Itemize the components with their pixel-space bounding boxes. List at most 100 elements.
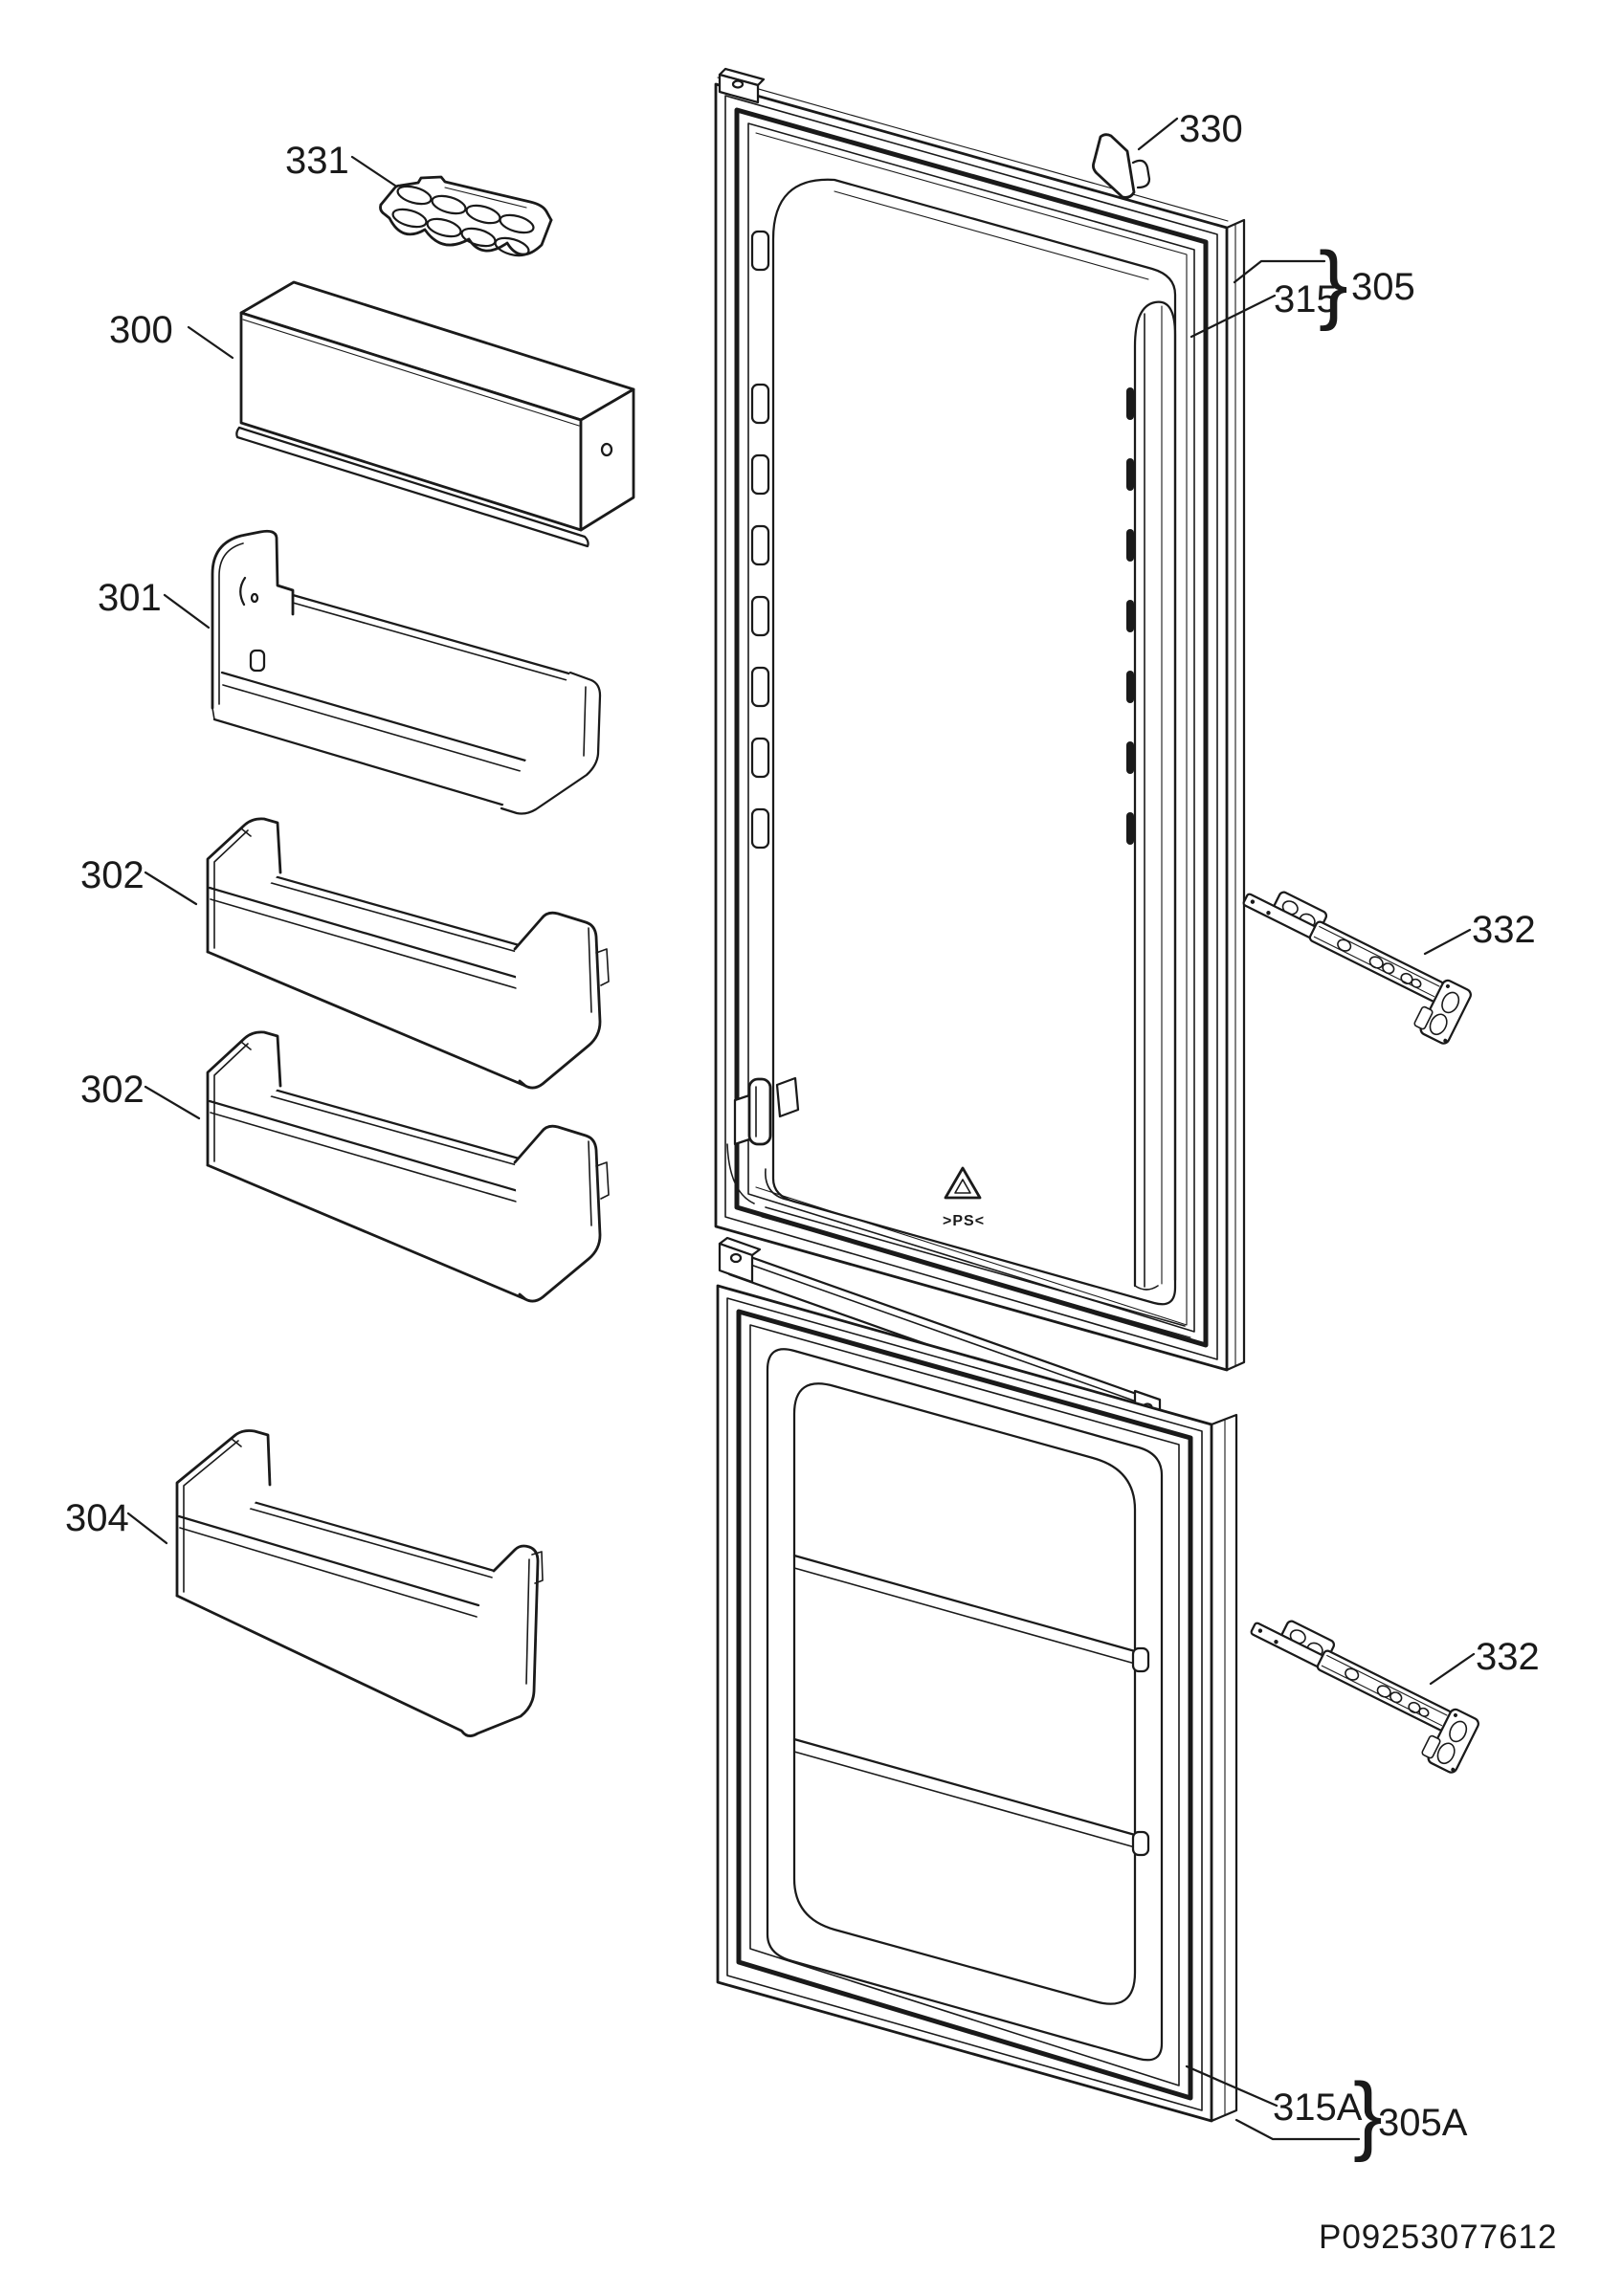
bin-right-cap <box>513 911 602 1090</box>
callout-300: 300 <box>109 309 173 351</box>
latch-tongue <box>747 1077 772 1146</box>
rail-band-line <box>728 1256 1145 1405</box>
shelf-end-cap <box>500 671 602 815</box>
cap330-tab <box>1131 159 1151 189</box>
strip-clip <box>1126 671 1134 703</box>
leader-332b <box>1429 1652 1476 1686</box>
door-material-marking: >PS< <box>943 1213 985 1229</box>
part-304-door-bin <box>175 1429 544 1737</box>
callout-305a: 305A <box>1378 2102 1468 2144</box>
bin-left-cap-thickness <box>213 829 249 949</box>
rail-hole <box>1411 978 1422 988</box>
peg-slot <box>750 453 770 496</box>
ice-tray-scallops <box>379 203 553 256</box>
bracket-arm <box>1413 1005 1434 1030</box>
gasket-corner-curve <box>726 1143 755 1204</box>
shelf-back-rim <box>291 593 574 676</box>
callout-332-upper: 332 <box>1472 909 1536 951</box>
rail-hole <box>1337 938 1352 952</box>
rib-line-inner <box>793 1751 1136 1848</box>
rail-hole <box>1368 956 1384 969</box>
ice-cup <box>494 236 530 257</box>
leader-304 <box>126 1512 168 1545</box>
ice-tray-rim-line <box>444 187 527 209</box>
recycling-icon <box>944 1166 982 1200</box>
gasket-a-inner <box>749 1324 1180 2086</box>
shelf-plate-dot <box>250 592 259 604</box>
door-liner-top-inner-line <box>834 190 1149 280</box>
recycle-triangle-inner <box>954 1179 971 1194</box>
bracket-screw <box>1443 1038 1448 1043</box>
document-number: P09253077612 <box>1319 2219 1557 2256</box>
peg-slot <box>750 524 770 566</box>
bin-front-bottom <box>206 950 527 1088</box>
bin304-front-bottom <box>175 1594 465 1733</box>
cap330-body <box>1092 133 1136 199</box>
bin-front-rim <box>208 886 540 985</box>
freezer-liner-opening <box>766 1348 1164 2062</box>
peg-slot <box>750 807 770 850</box>
door-top-face-line <box>717 77 1229 222</box>
part-305-upper-door: >PS< <box>714 67 1246 1372</box>
rib-end-nub <box>1131 1830 1150 1857</box>
gasket-a-outer <box>726 1297 1203 2111</box>
ice-cup <box>431 194 467 215</box>
leader-301 <box>163 593 211 629</box>
door-latch-assembly <box>733 1076 800 1146</box>
ice-tray-outline <box>379 175 553 222</box>
bracket-slot <box>1429 1013 1448 1036</box>
strip-clip <box>1126 741 1134 774</box>
rail-screw <box>1250 899 1256 904</box>
strip-outline <box>1133 300 1177 1288</box>
rail-hole <box>1382 962 1395 975</box>
callout-305: 305 <box>1351 266 1415 308</box>
ice-cup <box>499 213 535 234</box>
bin304-right-tab <box>531 1551 544 1584</box>
part-331-ice-cube-tray <box>379 175 553 257</box>
freezer-panel-rib-1 <box>792 1554 1150 1673</box>
rail-main-channel <box>1308 920 1445 1003</box>
freezer-front-face <box>716 1284 1213 2123</box>
strip-clip <box>1126 812 1134 845</box>
shelf-floor-rim <box>220 671 534 764</box>
part-332-slide-rail-lower <box>1233 1605 1484 1776</box>
callout-315: 315 <box>1274 278 1338 320</box>
gasket-line-inner2 <box>755 132 1188 1326</box>
peg-slot <box>750 737 770 779</box>
leader-331 <box>350 155 397 188</box>
gasket-line-outer <box>724 95 1218 1360</box>
leader-305a <box>1234 2118 1361 2141</box>
shelf-left-close <box>211 707 215 720</box>
cover-end-face <box>579 387 635 532</box>
latch-pad <box>775 1076 800 1118</box>
cap-screw-hole <box>731 79 745 89</box>
door-corner-cap <box>718 67 766 104</box>
bin-peak-notch <box>240 828 252 837</box>
bin-front-rim-inner <box>210 898 537 995</box>
shelf-back-rim-inner <box>292 602 571 682</box>
rail-channel-line <box>1319 925 1440 987</box>
gasket-line-inner <box>747 122 1195 1333</box>
part-305a-lower-door <box>716 1236 1238 2123</box>
callout-330: 330 <box>1179 108 1243 150</box>
shelf-end-plate <box>211 529 295 710</box>
bin-back-rim-inner <box>219 868 559 964</box>
part-315a-lower-door-gasket <box>726 1297 1203 2111</box>
brace-305a-group: } <box>1353 2065 1383 2163</box>
strip-bottom-curve <box>1134 1285 1159 1291</box>
strip-clip <box>1126 529 1134 562</box>
peg-slot <box>750 666 770 708</box>
bin-back-rim <box>218 859 562 959</box>
rib-line <box>792 1554 1137 1653</box>
rib-end-nub <box>1131 1646 1150 1673</box>
bracket-screw <box>1445 983 1450 988</box>
door-bottom-line <box>765 1206 1186 1327</box>
ice-cup <box>391 208 428 229</box>
freezer-side-face <box>1210 1413 1238 2123</box>
shelf-plate-slot <box>249 649 266 673</box>
rib-line <box>792 1737 1137 1837</box>
part-315-upper-door-gasket <box>724 95 1218 1360</box>
callout-301: 301 <box>98 577 162 619</box>
recycle-triangle-outer <box>944 1166 982 1200</box>
gasket-line-thick <box>734 107 1209 1348</box>
